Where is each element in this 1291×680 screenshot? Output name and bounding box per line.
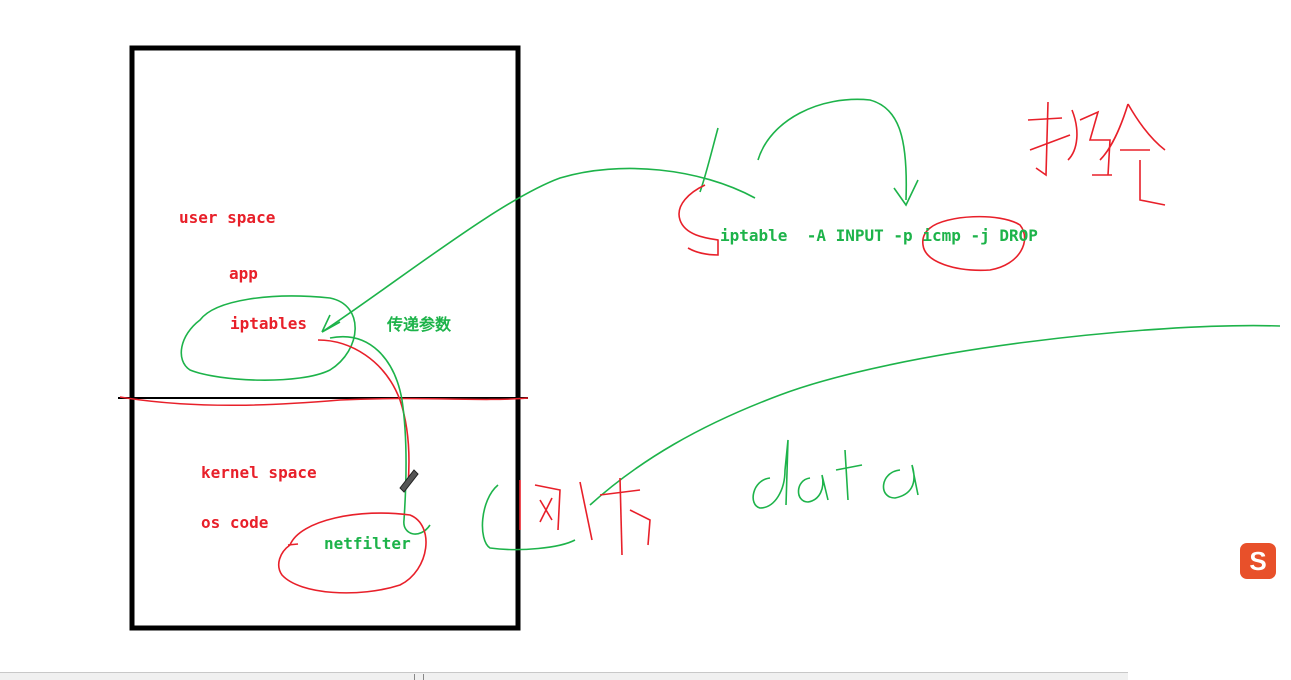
iptables-to-netfilter-green: [329, 335, 431, 535]
command-red-mark: [678, 184, 719, 256]
iptables-to-command-line: [321, 167, 756, 333]
pen-cursor-icon: [399, 469, 419, 493]
cmd-name: iptable: [720, 226, 788, 245]
kernel-space-label: kernel space: [201, 463, 317, 482]
network-data-line: [589, 324, 1281, 506]
app-label: app: [229, 264, 258, 283]
scrollbar-grip-icon[interactable]: [414, 674, 424, 680]
cmd-protocol: icmp: [922, 226, 961, 245]
icmp-circle: [922, 215, 1026, 272]
command-green-hook: [699, 127, 719, 193]
cmd-opt-append: -A: [806, 226, 826, 245]
handwriting-data: [752, 439, 919, 509]
iptables-command: iptable -A INPUT -p icmp -j DROP: [720, 228, 1038, 244]
input-arrow-head: [893, 179, 919, 207]
netfilter-dash: [287, 543, 299, 546]
horizontal-scrollbar[interactable]: [0, 672, 1128, 680]
netfilter-label: netfilter: [324, 534, 411, 553]
cmd-opt-jump: -j: [970, 226, 990, 245]
arrow-head-iptables: [321, 314, 341, 333]
system-box: [129, 45, 521, 631]
handwriting-network-card: [481, 477, 651, 556]
command-to-input-arrow: [757, 98, 908, 201]
cmd-chain: INPUT: [835, 226, 884, 245]
iptables-to-netfilter-red: [317, 339, 410, 486]
user-space-label: user space: [179, 208, 276, 227]
pass-params-label: 传递参数: [387, 315, 452, 334]
sogou-ime-icon[interactable]: S: [1240, 543, 1276, 579]
divider-red-stroke: [119, 396, 529, 407]
cmd-target: DROP: [999, 226, 1038, 245]
cmd-opt-protocol: -p: [893, 226, 913, 245]
os-code-label: os code: [201, 513, 269, 532]
netfilter-circle: [278, 512, 427, 594]
iptables-label: iptables: [230, 314, 308, 333]
iptables-circle: [180, 295, 356, 381]
handwriting-instruction: [1027, 101, 1166, 206]
